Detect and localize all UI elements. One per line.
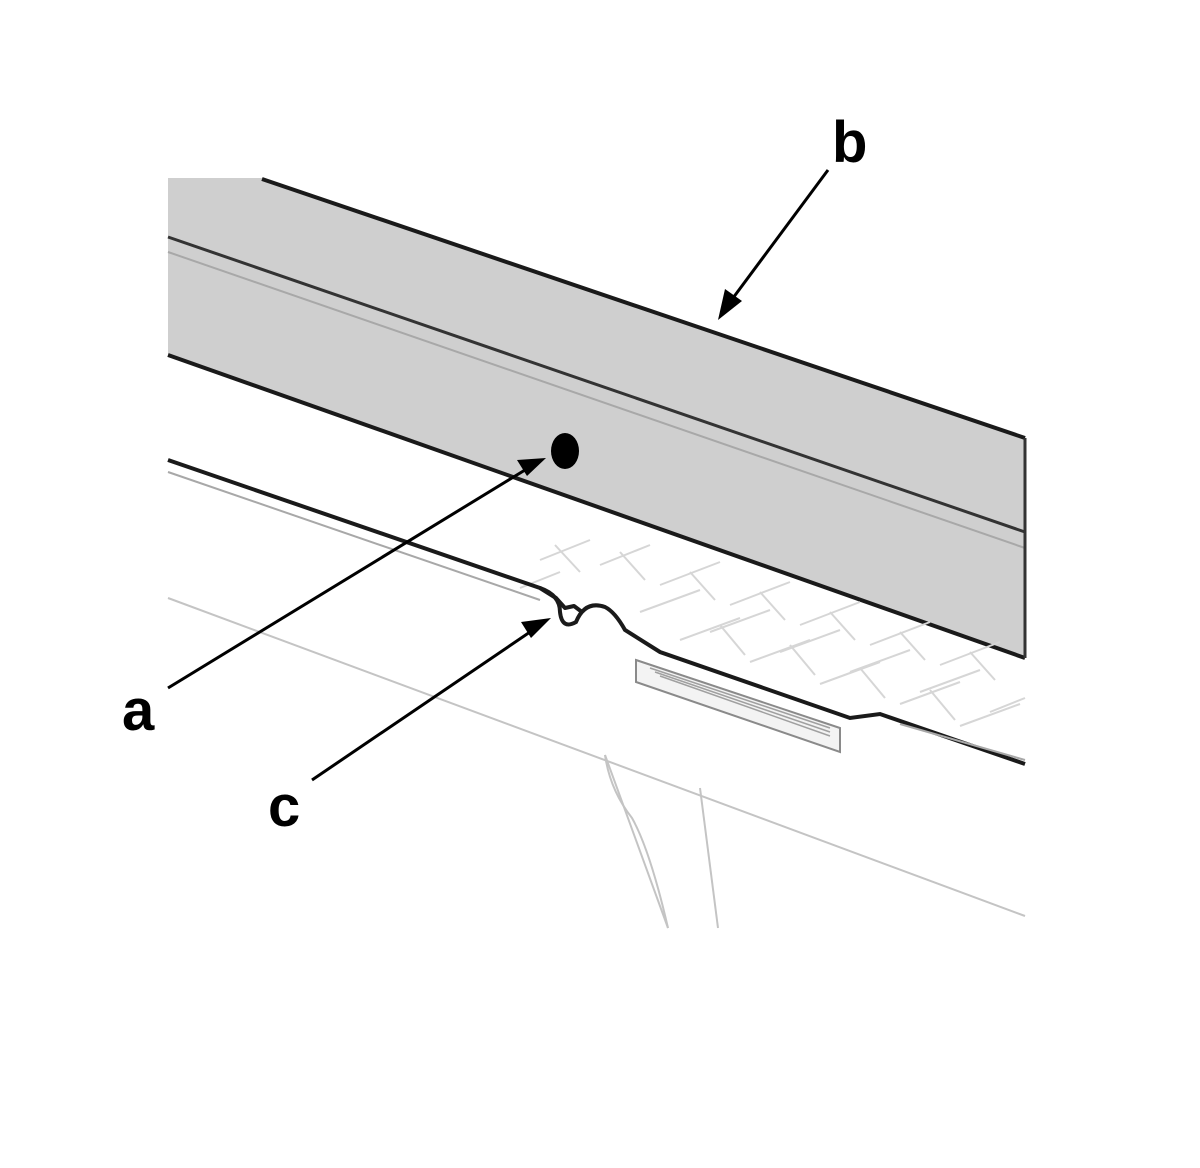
callout-a: a	[122, 458, 546, 743]
body-pillar-right	[699, 787, 719, 929]
molding-panel	[167, 177, 1027, 660]
clip-strip	[635, 658, 841, 754]
molding-top-edge	[261, 177, 1026, 440]
leader-a	[167, 468, 526, 690]
molding-inner-ridge	[167, 235, 1026, 534]
arrowhead-b	[718, 289, 742, 320]
roof-panel-outer-line	[167, 458, 584, 614]
roof-panel-far-line	[899, 723, 1026, 761]
callout-label-a: a	[122, 678, 155, 743]
molding-inner-ridge-light	[167, 251, 1026, 549]
molding-panel-fill	[168, 178, 1025, 658]
arrowhead-c	[521, 618, 551, 638]
body-pillar-curve	[604, 754, 669, 929]
body-upper-line	[167, 597, 1026, 917]
clip-hook-profile	[539, 586, 1026, 766]
roof-panel-edge	[167, 458, 1026, 766]
callout-label-b: b	[832, 110, 867, 175]
callout-label-c: c	[268, 774, 300, 839]
leader-c	[311, 630, 531, 782]
arrowhead-a	[517, 458, 546, 476]
body-pillar-left	[604, 754, 669, 929]
leader-b	[731, 169, 830, 299]
molding-bottom-edge	[167, 353, 1026, 660]
molding-hole	[551, 433, 579, 469]
body-structure	[167, 597, 1026, 929]
roof-panel-inner-line	[167, 471, 541, 601]
callout-b: b	[718, 110, 867, 320]
roof-grid-pattern	[519, 539, 1026, 727]
callout-c: c	[268, 618, 551, 839]
